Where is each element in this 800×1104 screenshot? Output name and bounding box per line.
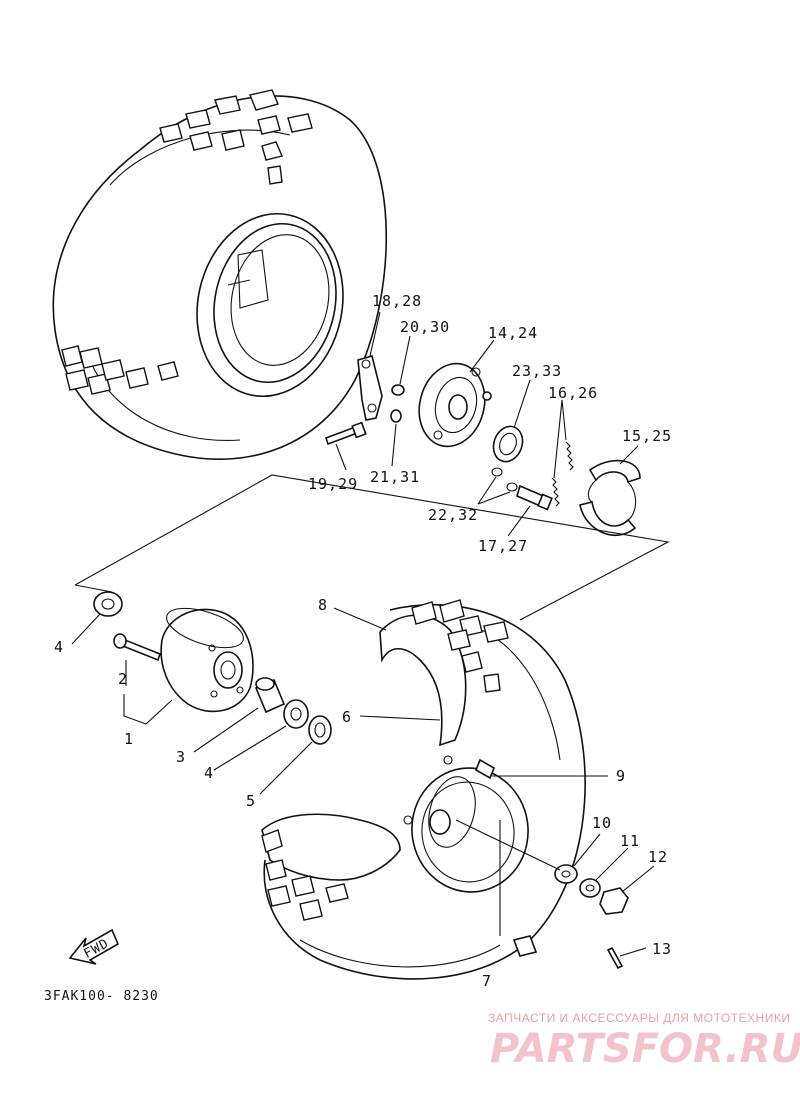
valve-cap (512, 935, 538, 957)
washer-21 (390, 409, 402, 423)
washer-11 (579, 878, 601, 898)
callout-16-26: 16,26 (548, 384, 598, 402)
nut-20 (391, 384, 405, 396)
o-ring-22b (506, 482, 518, 492)
callout-15-25: 15,25 (622, 427, 672, 445)
guide-box (74, 474, 670, 621)
bearing-4-top (93, 591, 123, 617)
brake-parts-group (324, 355, 641, 537)
callout-19-29: 19,29 (308, 475, 358, 493)
brake-shoe (588, 459, 641, 484)
cotter-pin (606, 946, 624, 970)
callout-20-30: 20,30 (400, 318, 450, 336)
bearing-4-bottom (283, 699, 309, 729)
brake-cam-lever (357, 355, 383, 421)
oil-seal (492, 425, 524, 463)
callout-21-31: 21,31 (370, 468, 420, 486)
callout-5: 5 (246, 792, 256, 810)
callout-4-top: 4 (54, 638, 64, 656)
callout-3: 3 (176, 748, 186, 766)
watermark-tagline: ЗАПЧАСТИ И АКСЕССУАРЫ ДЛЯ МОТОТЕХНИКИ (488, 1011, 790, 1025)
brake-spring-a (565, 441, 574, 471)
callout-11: 11 (620, 832, 640, 850)
callout-1: 1 (124, 730, 134, 748)
callout-6: 6 (342, 708, 352, 726)
callout-10: 10 (592, 814, 612, 832)
oil-seal-5 (308, 715, 332, 745)
callout-12: 12 (648, 848, 668, 866)
hardware-group (512, 864, 629, 970)
valve-stem (474, 758, 496, 780)
lower-tire-illustration (261, 599, 586, 980)
watermark: ЗАПЧАСТИ И АКСЕССУАРЫ ДЛЯ МОТОТЕХНИКИ PA… (488, 1011, 800, 1072)
hub-group (93, 591, 332, 745)
leader-lines (71, 311, 655, 957)
callout-2: 2 (118, 670, 128, 688)
callout-17-27: 17,27 (478, 537, 528, 555)
callout-23-33: 23,33 (512, 362, 562, 380)
callout-14-24: 14,24 (488, 324, 538, 342)
watermark-logo: PARTSFOR.RU (490, 1026, 800, 1072)
callout-4-bottom: 4 (204, 764, 214, 782)
castle-nut (599, 887, 629, 915)
callout-13: 13 (652, 940, 672, 958)
washer-10 (554, 864, 578, 884)
diagram-code: 3FAK100- 8230 (44, 989, 159, 1004)
upper-tire-illustration (52, 89, 388, 460)
callout-7: 7 (482, 972, 492, 990)
fwd-arrow-icon: FWD (68, 928, 120, 965)
callout-9: 9 (616, 767, 626, 785)
callout-18-28: 18,28 (372, 292, 422, 310)
callout-labels: 18,28 20,30 14,24 23,33 16,26 15,25 19,2… (54, 292, 672, 990)
callout-22-32: 22,32 (428, 506, 478, 524)
callout-8: 8 (318, 596, 328, 614)
o-ring-22a (491, 467, 503, 477)
brake-spring-b (551, 477, 560, 507)
